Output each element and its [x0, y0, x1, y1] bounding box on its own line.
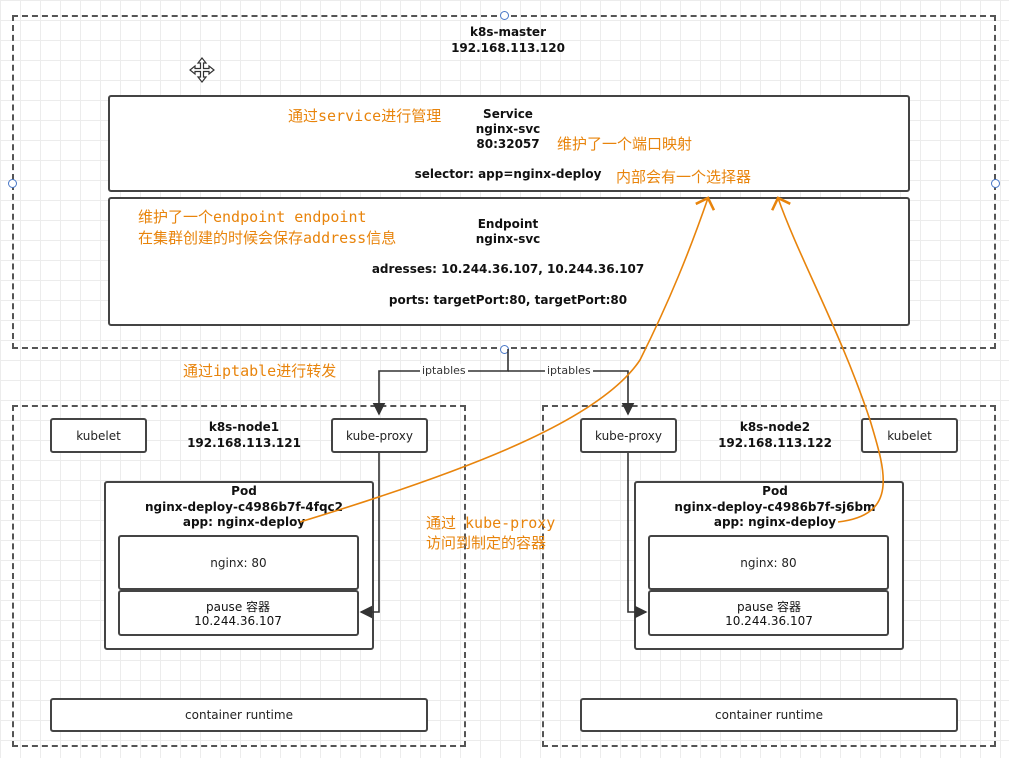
note-endpoint-line2: 在集群创建的时候会保存address信息	[138, 229, 397, 247]
node2-pause-container[interactable]	[648, 590, 889, 636]
node1-pod-title: Pod	[231, 484, 257, 498]
node1-pause-label: pause 容器	[205, 600, 271, 614]
note-proxy-line1: 通过 kube-proxy	[426, 514, 556, 532]
service-box[interactable]	[108, 95, 910, 192]
move-icon	[189, 57, 215, 83]
note-endpoint-line1: 维护了一个endpoint endpoint	[138, 208, 367, 226]
selection-handle-left[interactable]	[8, 179, 17, 188]
node2-pause-label: pause 容器	[736, 600, 802, 614]
node1-container-runtime[interactable]: container runtime	[50, 698, 428, 732]
iptables-label-left: iptables	[420, 364, 468, 377]
pod2-to-selector-curve	[771, 196, 884, 523]
node1-title: k8s-node1	[208, 420, 280, 434]
node2-pod-title: Pod	[762, 484, 788, 498]
iptables-label-right: iptables	[545, 364, 593, 377]
node1-kubelet[interactable]: kubelet	[50, 418, 147, 453]
node2-title: k8s-node2	[739, 420, 811, 434]
master-title: k8s-master	[470, 25, 546, 39]
node1-pause-container[interactable]	[118, 590, 359, 636]
k8s-node2-container	[542, 405, 996, 747]
note-selector: 内部会有一个选择器	[616, 168, 752, 186]
master-ip: 192.168.113.120	[451, 41, 565, 55]
node1-kube-proxy[interactable]: kube-proxy	[331, 418, 428, 453]
node1-proxy-to-pause	[359, 453, 380, 619]
node2-ip: 192.168.113.122	[718, 436, 832, 450]
endpoint-ports: ports: targetPort:80, targetPort:80	[388, 293, 628, 307]
endpoint-name: nginx-svc	[475, 232, 541, 246]
node1-pause-ip: 10.244.36.107	[194, 614, 282, 628]
node1-nginx-container[interactable]: nginx: 80	[118, 535, 359, 590]
iptables-connector-right	[508, 370, 635, 416]
node2-kube-proxy[interactable]: kube-proxy	[580, 418, 677, 453]
endpoint-addresses: adresses: 10.244.36.107, 10.244.36.107	[371, 262, 645, 276]
node2-proxy-to-pause	[627, 453, 648, 619]
note-service-manage: 通过service进行管理	[288, 107, 442, 125]
pod1-to-selector-curve	[299, 196, 716, 523]
node2-nginx-container[interactable]: nginx: 80	[648, 535, 889, 590]
k8s-node1-container	[12, 405, 466, 747]
selection-handle-top[interactable]	[500, 11, 509, 20]
node2-pod-label: app: nginx-deploy	[713, 515, 837, 529]
service-port: 80:32057	[476, 137, 540, 151]
iptables-connector-left	[372, 349, 509, 416]
service-title: Service	[483, 107, 533, 121]
endpoint-title: Endpoint	[477, 217, 539, 231]
selection-handle-right[interactable]	[991, 179, 1000, 188]
note-iptable: 通过iptable进行转发	[183, 362, 337, 380]
note-port-map: 维护了一个端口映射	[557, 135, 693, 153]
node1-ip: 192.168.113.121	[187, 436, 301, 450]
node2-pause-ip: 10.244.36.107	[725, 614, 813, 628]
service-selector: selector: app=nginx-deploy	[414, 167, 602, 181]
endpoint-box[interactable]	[108, 197, 910, 326]
node1-pod-label: app: nginx-deploy	[182, 515, 306, 529]
node2-container-runtime[interactable]: container runtime	[580, 698, 958, 732]
note-proxy-line2: 访问到制定的容器	[426, 534, 547, 552]
service-name: nginx-svc	[475, 122, 541, 136]
node2-pod-name: nginx-deploy-c4986b7f-sj6bm	[674, 500, 876, 514]
node1-pod-name: nginx-deploy-c4986b7f-4fqc2	[144, 500, 344, 514]
